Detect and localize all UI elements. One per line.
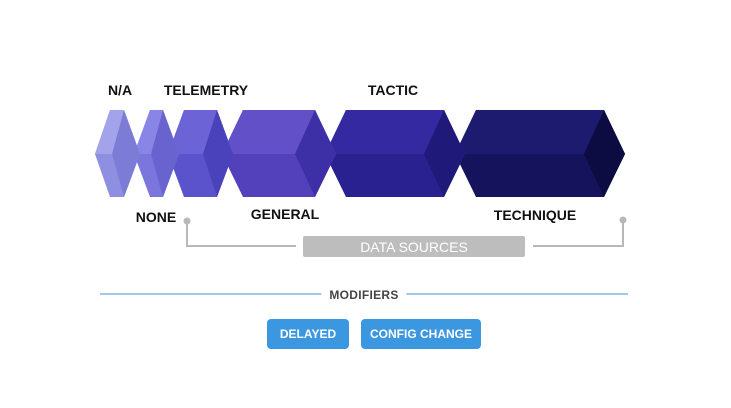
label-telemetry: TELEMETRY <box>163 82 249 98</box>
block-technique <box>455 110 625 197</box>
block-na <box>95 110 140 197</box>
block-none <box>134 110 179 197</box>
label-technique: TECHNIQUE <box>493 207 577 223</box>
block-tactic <box>325 110 465 197</box>
label-none: NONE <box>135 209 177 225</box>
block-general <box>222 110 336 197</box>
label-na: N/A <box>107 82 133 98</box>
label-tactic: TACTIC <box>367 82 419 98</box>
modifiers-heading: MODIFIERS <box>321 288 407 302</box>
data-sources-bar: DATA SOURCES <box>303 236 525 257</box>
data-sources-connector <box>183 216 627 247</box>
delayed-button[interactable]: DELAYED <box>267 319 349 349</box>
config-change-button[interactable]: CONFIG CHANGE <box>361 319 481 349</box>
block-telemetry <box>168 110 233 197</box>
label-general: GENERAL <box>250 206 320 222</box>
